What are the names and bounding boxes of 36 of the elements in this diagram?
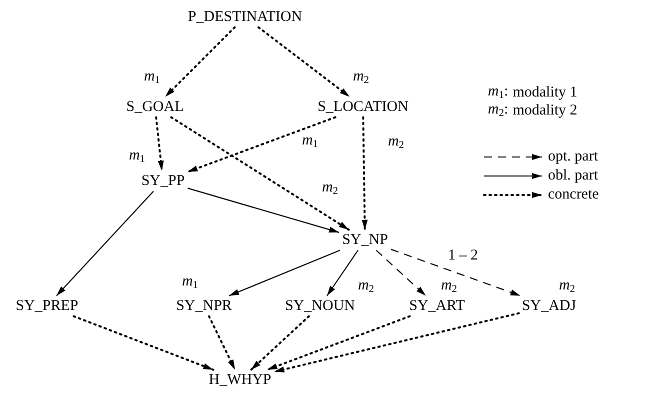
node-label: SY_NP bbox=[339, 230, 391, 250]
arrow bbox=[208, 315, 236, 371]
node-label: SY_PREP bbox=[12, 296, 82, 316]
node-label: SY_ADJ bbox=[518, 296, 580, 316]
node-label: SY_NPR bbox=[173, 296, 235, 316]
arrow bbox=[155, 116, 164, 172]
node-label: SY_NOUN bbox=[282, 296, 358, 316]
arrow bbox=[72, 315, 214, 371]
node-label: P_DESTINATION bbox=[184, 6, 306, 28]
legend-text: obl. part bbox=[548, 168, 598, 184]
arrow bbox=[56, 190, 154, 296]
node-label: S_LOCATION bbox=[314, 96, 412, 118]
legend-text: modality 1 bbox=[512, 86, 578, 100]
arrow bbox=[250, 315, 310, 371]
legend-text: concrete bbox=[548, 188, 599, 202]
arrow bbox=[228, 250, 340, 296]
legend-text: m$_{1}$: bbox=[488, 84, 508, 102]
arrow bbox=[266, 315, 411, 371]
arrow bbox=[376, 250, 426, 296]
arrow bbox=[273, 312, 520, 373]
arrow bbox=[257, 26, 351, 98]
node-label: S_GOAL bbox=[123, 96, 187, 118]
arrow bbox=[164, 26, 236, 98]
legend-text: modality 2 bbox=[512, 104, 578, 118]
arrow bbox=[362, 116, 368, 231]
multiplicity-label: 1 – 2 bbox=[448, 248, 478, 264]
node-label: SY_PP bbox=[138, 170, 188, 192]
arrow bbox=[186, 116, 336, 173]
node-label: H_WHYP bbox=[206, 370, 274, 390]
legend-text: m$_{2}$: bbox=[488, 102, 508, 120]
arrow bbox=[326, 250, 358, 296]
node-label: SY_ART bbox=[406, 296, 468, 316]
arrow bbox=[390, 248, 521, 296]
arrow bbox=[170, 116, 350, 231]
arrow bbox=[188, 188, 340, 233]
legend-text: opt. part bbox=[548, 150, 598, 164]
